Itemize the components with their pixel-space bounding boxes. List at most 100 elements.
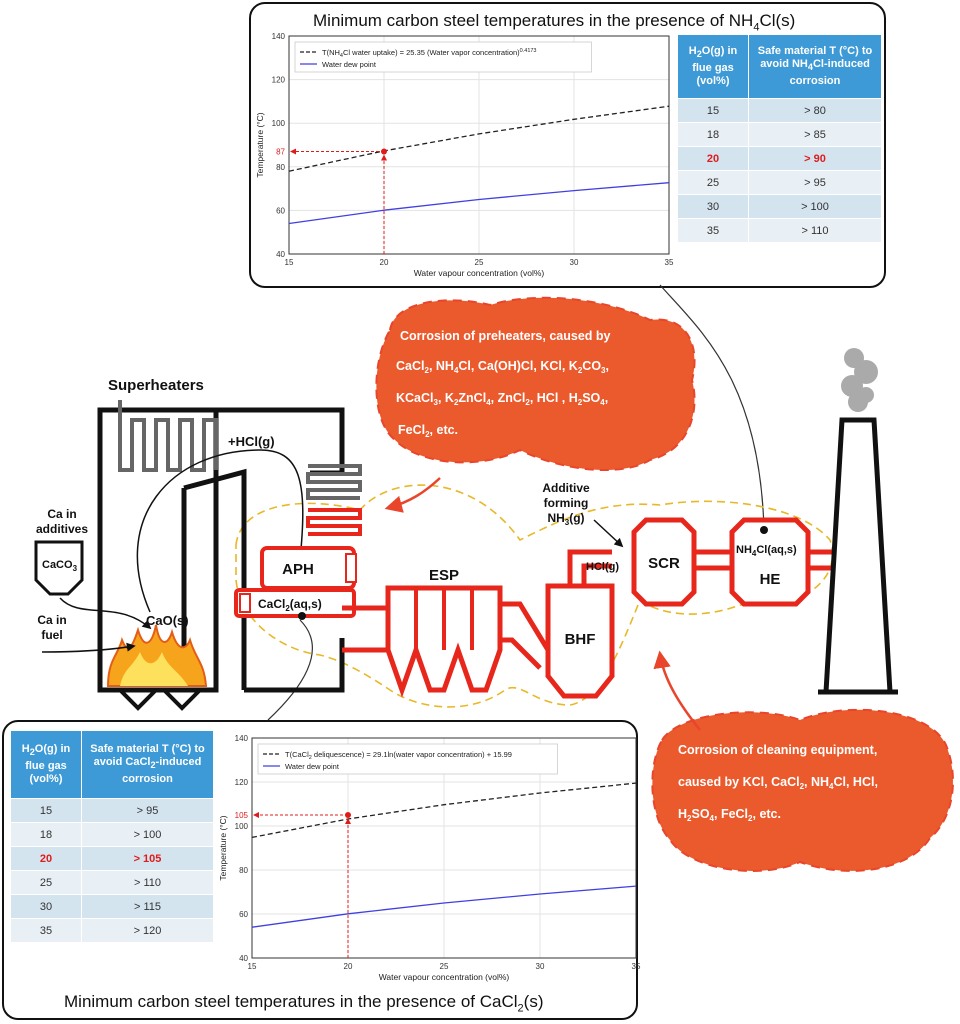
preheater-pointer-arrow: [384, 477, 441, 513]
hcl-flow-arrow: [136, 449, 304, 613]
table-row: 18> 100: [10, 822, 214, 847]
aph-unit: [260, 546, 356, 590]
cleaning-bubble-line1: Corrosion of cleaning equipment,: [678, 743, 877, 757]
additive-label-2: forming: [544, 496, 589, 510]
superheaters-label: Superheaters: [108, 377, 204, 394]
legend-box: [294, 41, 592, 73]
ca-fuel-label-2: fuel: [41, 628, 62, 642]
y-tick-label: 120: [235, 778, 249, 787]
superheater-coils: [118, 400, 362, 500]
marker-arrowhead-left: [290, 148, 296, 155]
table-header-safe-temperature: Safe material T (°C) to avoid CaCl2-indu…: [81, 730, 214, 799]
connector-line-cacl2: [267, 619, 313, 721]
x-axis-label: Water vapour concentration (vol%): [379, 972, 510, 982]
esp-unit: [385, 585, 503, 698]
red-ducts: [342, 549, 834, 670]
cleaning-pointer-arrow: [653, 650, 701, 731]
boiler: [97, 407, 345, 711]
x-tick-label: 35: [632, 962, 641, 971]
cacl2-label: CaCl2(aq,s): [258, 597, 322, 613]
he-label: HE: [760, 571, 781, 588]
table-row: 15> 80: [677, 98, 882, 123]
cacl2-deposit-box: [234, 588, 356, 618]
red-preheater-tubes: [306, 508, 362, 536]
legend-entry: Water dew point: [322, 60, 377, 69]
cleaning-corrosion-bubble: [651, 708, 954, 872]
ca-additives-arrow: [59, 597, 152, 630]
nh4cl-label: NH4Cl(aq,s): [736, 544, 797, 558]
plot-frame: [251, 737, 637, 959]
y-tick-label: 60: [239, 910, 248, 919]
table-header-h2o: H2O(g) in flue gas (vol%): [10, 730, 82, 799]
bhf-unit: [545, 583, 615, 699]
esp-label: ESP: [429, 567, 459, 584]
table-header-safe-temperature: Safe material T (°C) to avoid NH4Cl-indu…: [748, 34, 882, 99]
y-tick-label: 80: [276, 163, 285, 172]
scr-label: SCR: [648, 555, 680, 572]
hcl-gas-label: HCl(g): [586, 561, 619, 573]
he-marker-dot: [760, 526, 768, 534]
marker-value-label: 105: [235, 811, 249, 820]
x-tick-label: 30: [536, 962, 545, 971]
x-tick-label: 15: [248, 962, 257, 971]
cacl2-panel-title: Minimum carbon steel temperatures in the…: [64, 992, 544, 1015]
additive-label-1: Additive: [542, 481, 590, 495]
threshold-series-line: [251, 782, 637, 839]
table-row: 35> 110: [677, 218, 882, 243]
threshold-series-line: [288, 105, 670, 172]
y-axis-label: Temperature (°C): [255, 112, 265, 177]
preheater-bubble-line1: Corrosion of preheaters, caused by: [400, 329, 611, 343]
table-header-h2o: H2O(g) in flue gas (vol%): [677, 34, 749, 99]
x-tick-label: 20: [380, 258, 389, 267]
marker-arrowhead-up: [381, 154, 387, 161]
dew-point-series-line: [251, 885, 637, 928]
cao-label: CaO(s): [146, 613, 189, 628]
cacl2-temperature-panel: H2O(g) in flue gas (vol%) Safe material …: [2, 720, 641, 1020]
dew-point-series-line: [288, 182, 670, 225]
marker-arrowhead-left: [253, 812, 259, 818]
preheater-corrosion-bubble: [375, 296, 696, 471]
y-tick-label: 40: [239, 954, 248, 963]
esp-dividers: [414, 588, 474, 650]
nh3-arrow: [593, 519, 624, 548]
legend-box: [257, 743, 558, 775]
he-unit: [729, 517, 811, 607]
connector-line-he: [659, 284, 765, 531]
y-tick-label: 100: [272, 119, 286, 128]
y-tick-label: 100: [235, 822, 249, 831]
scr-unit: [631, 517, 697, 607]
table-row: 30> 100: [677, 194, 882, 219]
aph-label: APH: [282, 561, 314, 578]
table-row: 25> 95: [677, 170, 882, 195]
table-row: 25> 110: [10, 870, 214, 895]
x-tick-label: 25: [475, 258, 484, 267]
y-tick-label: 40: [276, 250, 285, 259]
hcl-added-label: +HCl(g): [228, 434, 275, 449]
x-tick-label: 30: [570, 258, 579, 267]
dashed-region-outline: [235, 484, 834, 708]
marker-value-label: 87: [276, 148, 285, 157]
x-tick-label: 20: [344, 962, 353, 971]
preheater-bubble-line3: KCaCl3, K2ZnCl4, ZnCl2, HCl , H2SO4,: [396, 391, 608, 407]
smoke-icon: [841, 348, 878, 412]
table-row-highlighted: 20> 105: [10, 846, 214, 871]
x-tick-label: 15: [285, 258, 294, 267]
legend-entry: T(CaCl2 deliquescence) = 29.1ln(water va…: [285, 750, 512, 761]
marker-point: [345, 812, 351, 818]
ca-fuel-label-1: Ca in: [37, 613, 66, 627]
y-tick-label: 140: [272, 32, 286, 41]
ca-additives-label-1: Ca in: [47, 507, 76, 521]
table-row-highlighted: 20> 90: [677, 146, 882, 171]
legend-entry: T(NH4Cl water uptake) = 25.35 (Water vap…: [322, 48, 537, 59]
x-tick-label: 25: [440, 962, 449, 971]
marker-point: [381, 148, 387, 155]
marker-arrowhead-up: [345, 818, 351, 824]
stack: [818, 417, 898, 695]
cleaning-bubble-line3: H2SO4, FeCl2, etc.: [678, 807, 781, 823]
caco3-hopper: [34, 540, 84, 596]
cacl2-marker-dot: [298, 612, 306, 620]
plot-frame: [288, 35, 670, 255]
y-tick-label: 60: [276, 206, 285, 215]
nh4cl-temperature-panel: Minimum carbon steel temperatures in the…: [249, 2, 886, 288]
